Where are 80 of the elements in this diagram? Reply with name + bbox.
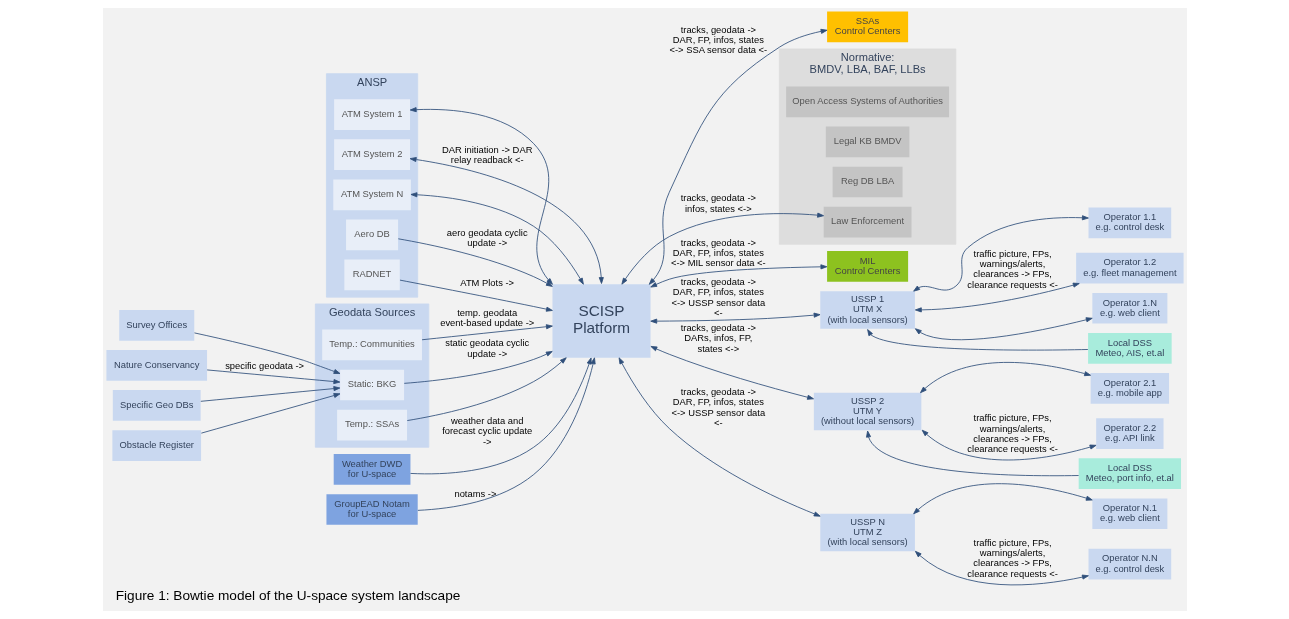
edge-label: specific geodata -> bbox=[224, 361, 304, 372]
node-box: Survey Offices bbox=[118, 309, 194, 341]
arrow bbox=[648, 28, 827, 285]
arrow bbox=[649, 264, 827, 288]
edge-label: tracks, geodata -> DAR, FP, infos, states <-> MIL sensor data <- bbox=[670, 237, 766, 269]
arrow bbox=[914, 550, 1089, 586]
node-box: RADNET bbox=[343, 259, 400, 291]
node-box: Reg DB LBA bbox=[832, 166, 903, 198]
arrow bbox=[912, 483, 1093, 515]
node-box: GroupEAD Notam for U-space bbox=[325, 494, 418, 525]
arrow bbox=[914, 282, 1080, 313]
node-box: USSP N UTM Z (with local sensors) bbox=[819, 513, 915, 552]
node-box: SSAs Control Centers bbox=[826, 11, 908, 43]
arrow bbox=[399, 279, 553, 312]
edge-label: tracks, geodata -> DAR, FP, infos, states <-> SSA sensor data <- bbox=[668, 24, 767, 56]
node-box: Operator 1.2 e.g. fleet management bbox=[1075, 252, 1184, 284]
node-box: Nature Conservancy bbox=[105, 350, 207, 381]
arrow bbox=[866, 329, 1088, 351]
arrow bbox=[397, 238, 553, 287]
arrow bbox=[914, 317, 1093, 341]
node-box: ATM System N bbox=[332, 179, 411, 211]
arrow bbox=[206, 369, 340, 385]
node-box: Temp.: SSAs bbox=[336, 409, 407, 441]
node-box: Operator 1.1 e.g. control desk bbox=[1088, 207, 1171, 239]
arrow bbox=[409, 107, 553, 285]
node-box: Open Access Systems of Authorities bbox=[785, 86, 949, 118]
arrow bbox=[649, 312, 820, 324]
edge-label: tracks, geodata -> DAR, FP, infos, states <-> USSP sensor data <- bbox=[671, 277, 765, 318]
edge-label: DAR initiation -> DAR relay readback <- bbox=[441, 144, 532, 166]
node-box: Legal KB BMDV bbox=[825, 126, 909, 158]
arrow bbox=[403, 351, 553, 384]
edge-label: traffic picture, FPs, warnings/alerts, clearances -> FPs, clearance requests <- bbox=[966, 248, 1058, 290]
arrow bbox=[421, 324, 553, 341]
node-box: Specific Geo DBs bbox=[112, 390, 201, 421]
arrow bbox=[406, 357, 567, 421]
caption: Figure 1: Bowtie model of the U-space system landscape bbox=[115, 587, 460, 603]
edge-label: ATM Plots -> bbox=[459, 277, 514, 288]
node-box: Local DSS Meteo, AIS, et.al bbox=[1087, 332, 1172, 364]
node-box: Local DSS Meteo, port info, et.al bbox=[1078, 458, 1181, 490]
node-box: USSP 1 UTM X (with local sensors) bbox=[819, 291, 915, 329]
arrow bbox=[618, 357, 821, 517]
edge-label: tracks, geodata -> DARs, infos, FP, states <-> bbox=[680, 323, 756, 354]
arrow bbox=[193, 332, 340, 374]
arrow bbox=[649, 345, 814, 400]
arrow bbox=[865, 430, 1079, 477]
node-box: Aero DB bbox=[345, 219, 398, 251]
node-box: Static: BKG bbox=[339, 369, 404, 401]
edge-label: tracks, geodata -> infos, states <-> bbox=[680, 193, 756, 214]
node-box: Operator 2.2 e.g. API link bbox=[1095, 418, 1164, 449]
node-box: Law Enforcement bbox=[823, 206, 911, 238]
node-box: Weather DWD for U-space bbox=[333, 454, 410, 485]
arrow bbox=[410, 192, 584, 285]
edge-label: notams -> bbox=[453, 488, 496, 499]
node-box: Operator N.1 e.g. web client bbox=[1091, 498, 1167, 530]
edge-label: temp. geodata event-based update -> bbox=[439, 307, 534, 328]
edge-label: traffic picture, FPs, warnings/alerts, clearances -> FPs, clearance requests <- bbox=[966, 538, 1058, 579]
edge-label: tracks, geodata -> DAR, FP, infos, states <-> USSP sensor data <- bbox=[671, 387, 765, 428]
edge-label: aero geodata cyclic update -> bbox=[446, 227, 528, 248]
arrow bbox=[409, 157, 604, 284]
arrow bbox=[409, 357, 592, 475]
node-box: Operator 1.N e.g. web client bbox=[1091, 292, 1167, 324]
edge-label: weather data and forecast cyclic update -> bbox=[441, 416, 532, 447]
arrow bbox=[620, 212, 824, 285]
arrow bbox=[416, 357, 596, 511]
arrow bbox=[199, 386, 340, 402]
node-box: SCISP Platform bbox=[551, 284, 651, 358]
arrow bbox=[921, 429, 1096, 461]
node-box: Operator 2.1 e.g. mobile app bbox=[1090, 373, 1169, 404]
arrow bbox=[919, 362, 1091, 394]
node-box: Obstacle Register bbox=[111, 430, 201, 461]
node-box: MIL Control Centers bbox=[826, 251, 908, 282]
node-box: ATM System 1 bbox=[333, 99, 410, 130]
node-box: USSP 2 UTM Y (without local sensors) bbox=[813, 392, 921, 431]
arrow bbox=[912, 215, 1089, 292]
edge-label: traffic picture, FPs, warnings/alerts, clearances -> FPs, clearance requests <- bbox=[966, 413, 1058, 455]
node-box: Operator N.N e.g. control desk bbox=[1088, 548, 1171, 580]
arrow bbox=[200, 393, 340, 434]
node-box: ATM System 2 bbox=[333, 139, 410, 171]
edge-label: static geodata cyclic update -> bbox=[444, 338, 529, 359]
node-box: Temp.: Communities bbox=[321, 329, 422, 361]
